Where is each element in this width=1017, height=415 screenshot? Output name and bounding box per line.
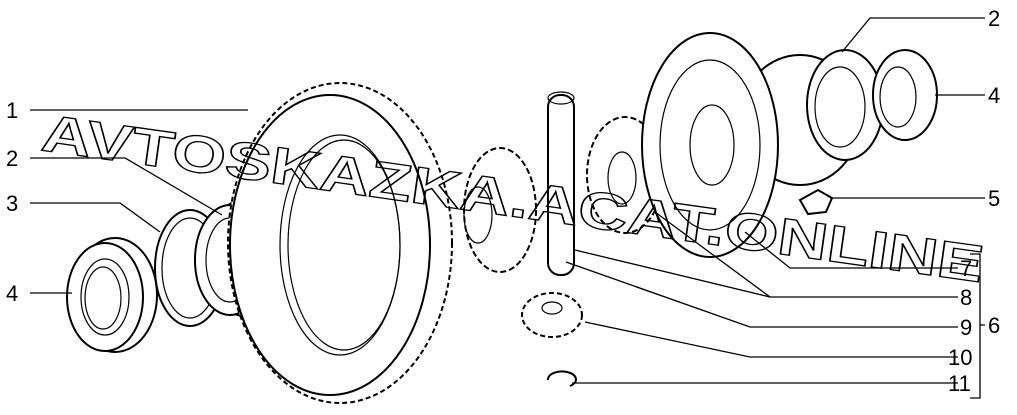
part-1-crown-gear [227,82,453,404]
leader-lines [30,17,985,399]
callout-7: 7 [960,256,972,281]
part-9-shaft [547,91,575,276]
callout-3: 3 [6,191,18,216]
callout-4-left: 4 [6,281,18,306]
part-5-bolt [798,188,834,216]
part-11-circlip [546,370,577,387]
callout-2-left: 2 [6,146,18,171]
callout-9: 9 [960,315,972,340]
callout-8: 8 [960,285,972,310]
callout-2-right: 2 [988,6,1000,31]
callout-5: 5 [988,186,1000,211]
callout-10: 10 [948,345,972,370]
part-8-pinion-gear [463,147,537,273]
part-2-bearing-right [806,49,884,161]
callout-11: 11 [948,371,971,396]
callout-4-right: 4 [988,83,1000,108]
callout-6-group: 6 [988,313,1000,338]
part-4-seal-right [872,49,938,141]
callout-1: 1 [6,98,18,123]
part-4-seal-left [66,237,158,353]
part-10-small-gear [521,292,583,338]
